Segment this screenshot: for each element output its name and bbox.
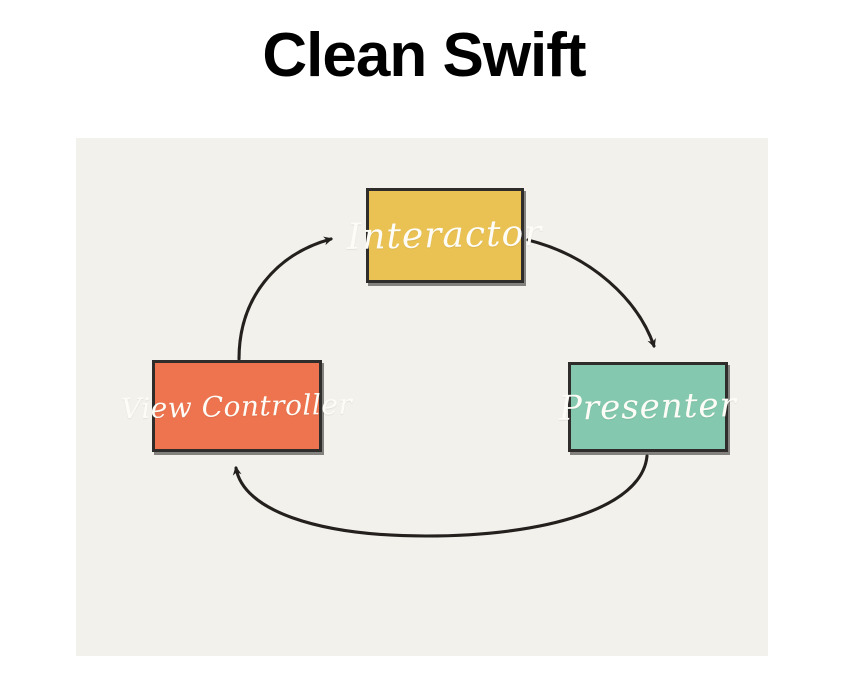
- diagram-node-view-controller-label: View Controller: [121, 387, 353, 425]
- diagram-node-presenter[interactable]: Presenter: [559, 362, 737, 452]
- diagram-panel: Interactor View Controller Presenter: [76, 138, 768, 656]
- edge-interactor-to-presenter: [526, 238, 656, 348]
- diagram-arrows-layer: [232, 236, 656, 538]
- edge-vc-to-interactor: [237, 236, 333, 361]
- diagram-node-interactor-label: Interactor: [346, 212, 544, 259]
- diagram-node-view-controller[interactable]: View Controller: [121, 360, 353, 452]
- diagram-node-interactor[interactable]: Interactor: [347, 188, 543, 283]
- diagram-node-presenter-label: Presenter: [558, 385, 738, 429]
- edge-presenter-to-vc: [232, 454, 649, 538]
- page-title: Clean Swift: [262, 21, 586, 90]
